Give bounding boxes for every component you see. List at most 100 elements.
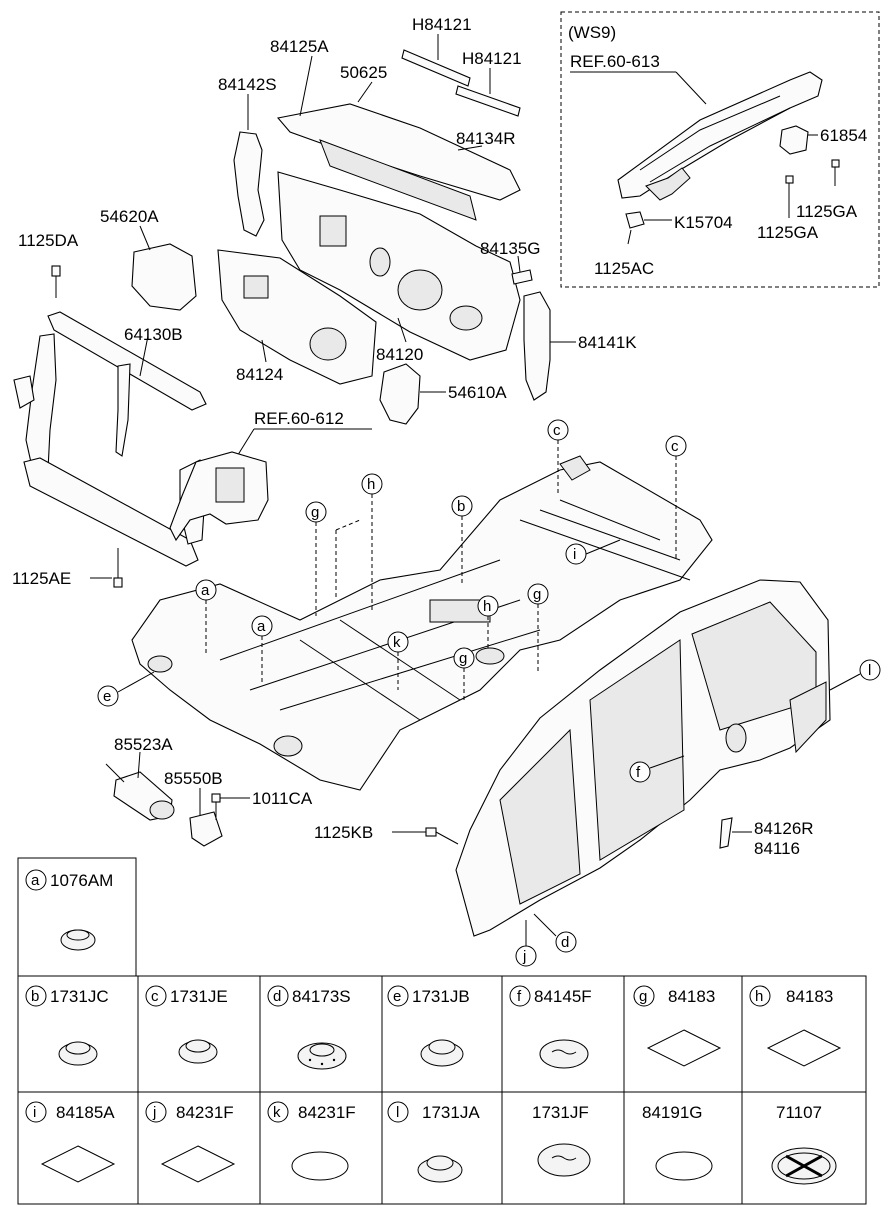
cowl-lower-lip — [319, 139, 477, 221]
callout-b: b — [457, 498, 465, 515]
callout-a2: a — [257, 618, 266, 635]
leader-50625 — [357, 81, 373, 103]
legend-j-part: 84231F — [176, 1103, 234, 1122]
radiator-support-left-arm — [13, 375, 35, 409]
callout-f: f — [636, 764, 641, 781]
floor-rear-bracket — [559, 455, 591, 481]
legend-d-circle — [267, 985, 289, 1007]
plug-icon-l — [417, 1155, 463, 1183]
legend-71107-part: 71107 — [776, 1103, 822, 1122]
pad-84141K — [523, 291, 551, 401]
legend-c-letter: c — [151, 988, 159, 1005]
callout-c2: c — [671, 438, 679, 455]
legend-row-2: b 1731JC c 1731JE d 84173S e 1731JB f 84… — [17, 975, 867, 1093]
legend-i-letter: i — [33, 1104, 36, 1121]
plug-icon-71107 — [771, 1147, 837, 1185]
plug-icon-a-cap — [66, 929, 90, 941]
strip-84142S — [233, 131, 265, 237]
pad-hole — [309, 327, 347, 361]
insulator-H84121-b — [455, 85, 521, 117]
bolt-1125KB — [425, 827, 437, 837]
plug-icon-c — [178, 1039, 218, 1064]
dash-hole-d — [319, 215, 347, 247]
oval-icon-k — [291, 1151, 349, 1181]
callout-f-circle — [629, 761, 651, 783]
plug-icon-d — [297, 1042, 347, 1070]
label-1125AC: 1125AC — [594, 259, 654, 278]
label-84142S: 84142S — [218, 75, 277, 94]
callout-l: l — [868, 662, 871, 679]
quarter-window — [691, 601, 817, 731]
label-61854: 61854 — [820, 126, 867, 145]
legend-g-circle — [633, 985, 655, 1007]
canister-end — [149, 800, 175, 820]
plug-icon-1731JF — [537, 1143, 591, 1177]
bracket-54620A — [131, 243, 197, 311]
door-opening-front — [499, 728, 581, 905]
letter-callouts: a a g h b c c i h g — [97, 419, 881, 967]
legend-k-circle — [267, 1101, 289, 1123]
label-84116: 84116 — [754, 839, 800, 858]
label-1125AE: 1125AE — [12, 569, 71, 588]
legend-h-letter: h — [755, 988, 763, 1005]
floor-hole-front — [273, 735, 303, 757]
legend-h-part: 84183 — [786, 987, 833, 1006]
ref-60-612-leader — [235, 428, 255, 459]
cross-member-edge-lines — [639, 95, 791, 183]
diamond-icon-j — [160, 1145, 236, 1183]
cowl-cross-member — [617, 71, 823, 199]
leader-64130B — [139, 335, 149, 377]
legend-k-part: 84231F — [298, 1103, 356, 1122]
bolt-1125KB-shank — [435, 831, 459, 845]
dash-hole-b — [369, 247, 391, 277]
leader-85523A — [137, 751, 141, 779]
legend-a-part: 1076AM — [50, 871, 113, 890]
legend-f-circle — [509, 985, 531, 1007]
diamond-icon-h — [766, 1029, 842, 1067]
dash-panel-group: H84121 H84121 84125A 50625 84134R 84142S… — [100, 15, 637, 425]
legend-row-3: i 84185A j 84231F k 84231F l 1731JA 1731… — [17, 1091, 867, 1205]
callout-f-leader — [649, 755, 685, 769]
legend-a-letter: a — [31, 872, 40, 889]
plug-icon-e — [420, 1039, 464, 1067]
legend-a-circle — [25, 869, 47, 891]
legend-f-letter: f — [517, 988, 522, 1005]
ws9-title: (WS9) — [568, 23, 616, 42]
legend-i-circle — [25, 1101, 47, 1123]
legend-cell-84191G — [623, 1091, 743, 1205]
pad-84126R — [719, 817, 733, 849]
label-84124: 84124 — [236, 365, 283, 384]
legend-b-part: 1731JC — [50, 987, 109, 1006]
leader-84135G — [517, 255, 521, 273]
label-K15704: K15704 — [674, 213, 733, 232]
label-1125GA-a: 1125GA — [796, 202, 858, 221]
callout-d-leader — [533, 913, 557, 937]
callout-l-leader — [829, 673, 861, 691]
label-1125KB: 1125KB — [314, 823, 373, 842]
callout-e-leader — [117, 671, 155, 693]
canister-group: 85523A 85550B 1011CA — [105, 735, 313, 847]
fuel-door — [725, 723, 747, 753]
callout-e-circle — [97, 685, 119, 707]
legend-l-circle — [387, 1101, 409, 1123]
clip-K15704 — [625, 211, 645, 229]
label-84125A: 84125A — [270, 37, 329, 56]
label-85523A: 85523A — [114, 735, 173, 754]
legend-d-part: 84173S — [292, 987, 351, 1006]
cowl-panel-84125A — [276, 103, 521, 201]
dash-hole-a — [397, 269, 443, 311]
screw-1125AC — [627, 229, 632, 245]
plug-icon-b — [58, 1041, 98, 1066]
ws9-inset: (WS9) REF.60-613 61854 1125GA 1125GA K15… — [560, 11, 880, 288]
legend-l-part: 1731JA — [422, 1103, 480, 1122]
ws9-inset-border — [560, 11, 880, 288]
leader-84125A — [299, 55, 313, 117]
label-84141K: 84141K — [578, 333, 637, 352]
side-body-group: 1125KB 84126R 84116 — [314, 579, 831, 937]
callout-g1: g — [311, 504, 319, 521]
radiator-support-lower — [23, 457, 199, 567]
fender-apron-hole — [215, 467, 245, 503]
legend-c-part: 1731JE — [170, 987, 228, 1006]
ws9-ref-label: REF.60-613 — [570, 52, 660, 71]
legend-j-circle — [145, 1101, 167, 1123]
